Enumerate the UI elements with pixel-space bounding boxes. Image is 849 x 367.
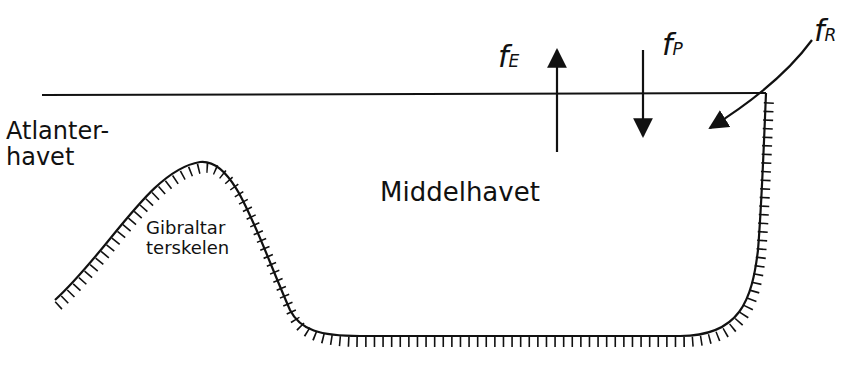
sill-label-text: Gibraltar terskelen <box>146 218 229 258</box>
sea-surface <box>42 93 766 95</box>
flux-symbol: fR <box>814 14 836 47</box>
seabed-hatching <box>58 99 769 342</box>
ocean-label-text: Atlanter- havet <box>6 118 109 171</box>
sill-label: Gibraltar terskelen <box>146 218 229 258</box>
sea-label-text: Middelhavet <box>380 177 540 207</box>
flux-symbol: fE <box>498 40 519 73</box>
flux-symbol-text: fE <box>498 40 519 73</box>
flux-symbol: fP <box>662 28 683 61</box>
seabed-line <box>55 93 766 336</box>
evaporation-arrow <box>556 50 558 152</box>
sea-label: Middelhavet <box>380 178 540 207</box>
runoff-arrow <box>710 40 812 128</box>
flux-symbol-text: fR <box>814 14 836 47</box>
flux-symbol-text: fP <box>662 28 683 61</box>
ocean-label: Atlanter- havet <box>6 118 109 171</box>
precipitation-arrow <box>642 50 644 136</box>
